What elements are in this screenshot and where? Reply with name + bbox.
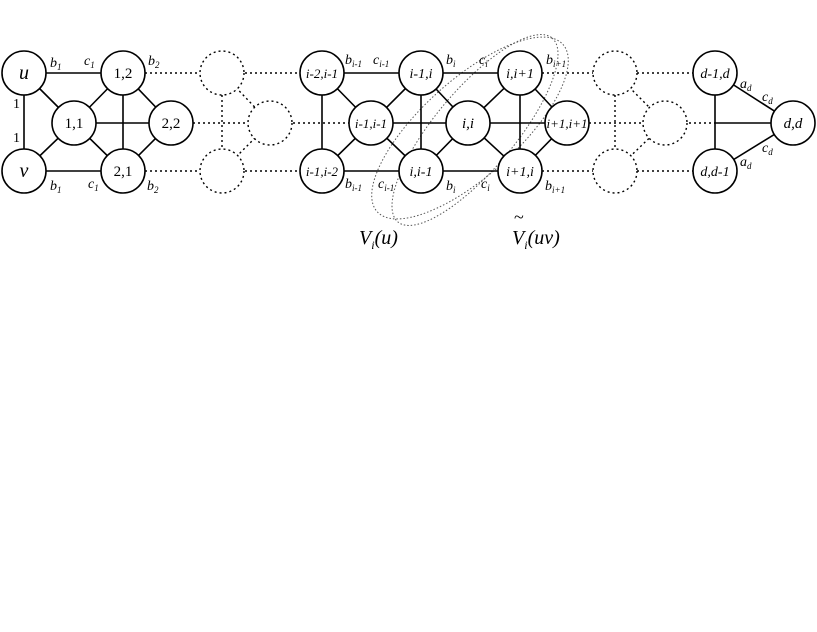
weight-ci-bot: ci	[481, 177, 490, 193]
weight-bip1-bot: bi+1	[545, 179, 565, 195]
weight-bip1-top: bi+1	[546, 53, 566, 69]
node-c3: i+1,i	[497, 148, 543, 194]
weight-b2-top: b2	[148, 54, 160, 70]
node-label: i-1,i-2	[306, 164, 339, 179]
node-label: d-1,d	[700, 67, 730, 82]
placeholder-node	[642, 100, 688, 146]
placeholder-node	[247, 100, 293, 146]
weight-bim1-bot: bi-1	[345, 177, 362, 193]
weight-bim1-top: bi-1	[345, 53, 362, 69]
label-vt-uv: Vi(uv)	[512, 227, 560, 252]
weight-bi-bot: bi	[446, 179, 456, 195]
node-label: i,i-1	[410, 165, 433, 180]
node-a2: i-1,i	[398, 50, 444, 96]
node-u: u	[1, 50, 47, 96]
node-label: 2,1	[114, 164, 133, 180]
weight-uv-bottom: 1	[13, 131, 20, 146]
placeholder-node	[199, 50, 245, 96]
node-b2: i,i	[445, 100, 491, 146]
node-v: v	[1, 148, 47, 194]
node-label: d,d	[784, 116, 803, 132]
node-a1: i-2,i-1	[299, 50, 345, 96]
node-2-2: 2,2	[148, 100, 194, 146]
node-label: 2,2	[162, 116, 181, 132]
node-label: d,d-1	[700, 165, 729, 180]
node-1-2: 1,2	[100, 50, 146, 96]
node-label: i,i	[462, 116, 474, 132]
node-b1: i-1,i-1	[348, 100, 394, 146]
weight-b1-top: b1	[50, 56, 62, 72]
weight-cim1-bot: ci-1	[378, 177, 394, 193]
weight-b1-bot: b1	[50, 179, 62, 195]
node-1-1: 1,1	[51, 100, 97, 146]
node-label: i-1,i	[410, 67, 433, 82]
label-vt-uv-tilde: ~	[514, 207, 524, 227]
edge-weights: 1 1 b1 c1 b2 b1 c1 b2 bi-1 ci-1 bi ci bi…	[13, 53, 773, 195]
weight-uv-top: 1	[13, 97, 20, 112]
node-label: i+1,i+1	[546, 116, 587, 131]
weight-b2-bot: b2	[147, 179, 159, 195]
weight-c1-bot: c1	[88, 177, 99, 193]
node-label: i-1,i-1	[355, 116, 387, 131]
node-d2: d,d	[770, 100, 816, 146]
node-label: i-2,i-1	[306, 66, 338, 81]
node-c1: i-1,i-2	[299, 148, 345, 194]
label-vi-u: Vi(u)	[359, 227, 398, 252]
node-d1: d-1,d	[692, 50, 738, 96]
weight-bi-top: bi	[446, 53, 456, 69]
node-b3: i+1,i+1	[544, 100, 590, 146]
nodes: u v 1,2 1,1 2,2 2,1 i-2,i-1 i-1,i i,i+1 …	[1, 50, 816, 194]
weight-ad-top: ad	[740, 77, 752, 93]
weight-cd-bot: cd	[762, 141, 773, 157]
weight-cim1-top: ci-1	[373, 53, 389, 69]
node-2-1: 2,1	[100, 148, 146, 194]
ellipse-vi-u	[371, 36, 569, 220]
placeholder-node	[592, 50, 638, 96]
placeholder-node	[199, 148, 245, 194]
node-label: u	[19, 62, 29, 84]
node-label: 1,2	[114, 66, 133, 82]
weight-ci-top: ci	[479, 53, 488, 69]
node-d3: d,d-1	[692, 148, 738, 194]
weight-cd-top: cd	[762, 90, 773, 106]
weight-c1-top: c1	[84, 54, 95, 70]
node-a3: i,i+1	[497, 50, 543, 96]
set-labels: Vi(u) ~ Vi(uv)	[359, 207, 560, 252]
placeholder-node	[592, 148, 638, 194]
node-label: i,i+1	[506, 67, 534, 82]
node-label: 1,1	[65, 116, 84, 132]
node-c2: i,i-1	[398, 148, 444, 194]
node-label: v	[20, 160, 29, 182]
node-label: i+1,i	[506, 165, 534, 180]
weight-ad-bot: ad	[740, 155, 752, 171]
placeholder-nodes	[199, 50, 688, 194]
